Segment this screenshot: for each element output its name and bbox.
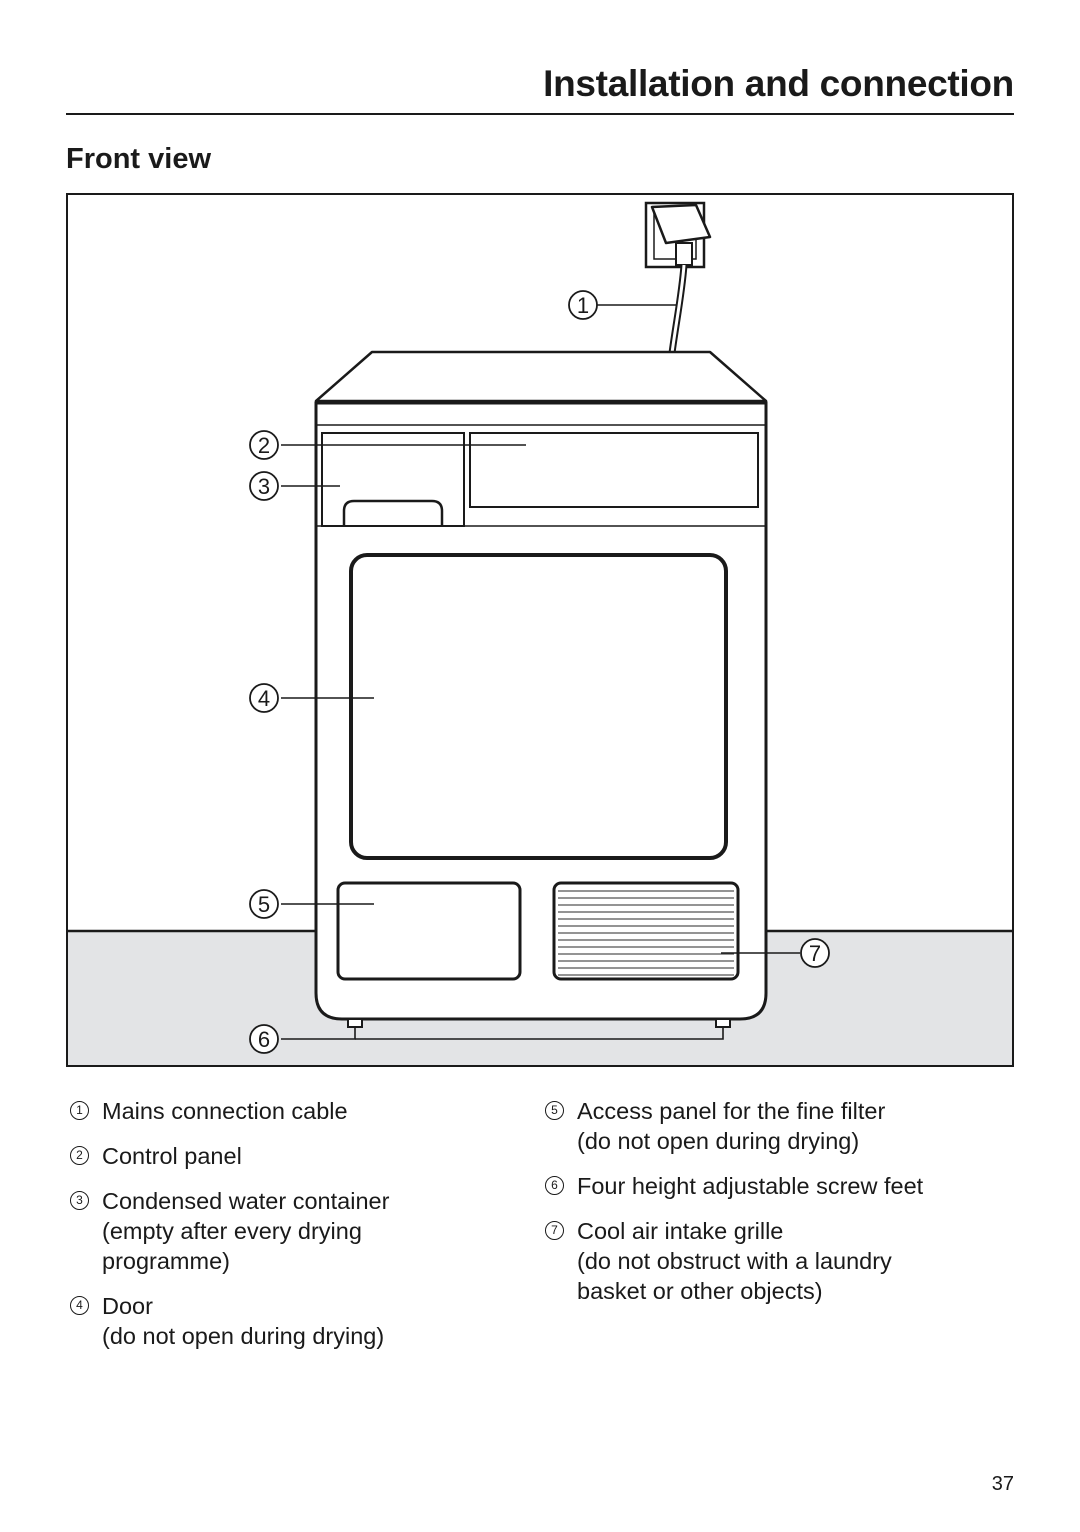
legend-label: Mains connection cable — [102, 1098, 348, 1124]
legend-label: Access panel for the fine filter — [577, 1098, 886, 1124]
legend-right-column: 5 Access panel for the fine filter (do n… — [545, 1096, 1015, 1321]
header-divider — [66, 113, 1014, 115]
legend-item: 5 Access panel for the fine filter (do n… — [545, 1096, 1015, 1156]
front-view-illustration: 1 2 3 4 5 6 7 — [66, 193, 1014, 1067]
legend-marker: 1 — [70, 1101, 89, 1120]
screw-foot-right — [715, 1018, 731, 1028]
legend-item: 3 Condensed water container (empty after… — [70, 1186, 540, 1276]
legend-note: (do not obstruct with a laundry basket o… — [577, 1248, 892, 1304]
dryer-door — [349, 553, 728, 860]
legend-item: 4 Door (do not open during drying) — [70, 1291, 540, 1351]
legend-note: (empty after every drying programme) — [102, 1218, 362, 1274]
legend-label: Control panel — [102, 1143, 242, 1169]
screw-foot-left — [347, 1018, 363, 1028]
legend-item: 1 Mains connection cable — [70, 1096, 540, 1126]
callout-3: 3 — [249, 471, 279, 501]
dryer-top — [314, 350, 768, 403]
callout-7: 7 — [800, 938, 830, 968]
callout-6: 6 — [249, 1024, 279, 1054]
callout-3-label: 3 — [258, 474, 270, 499]
callout-2: 2 — [249, 430, 279, 460]
legend-label: Door — [102, 1293, 153, 1319]
legend-note: (do not open during drying) — [102, 1323, 385, 1349]
callout-2-label: 2 — [258, 433, 270, 458]
legend-left-column: 1 Mains connection cable 2 Control panel… — [70, 1096, 540, 1366]
wall-socket-icon — [644, 201, 712, 269]
legend-item: 2 Control panel — [70, 1141, 540, 1171]
legend-marker: 7 — [545, 1221, 564, 1240]
legend-marker: 3 — [70, 1191, 89, 1210]
figure-frame — [66, 193, 1014, 1067]
container-handle — [342, 499, 444, 526]
page-header-title: Installation and connection — [543, 63, 1014, 104]
page-number: 37 — [991, 1473, 1014, 1495]
legend-item: 6 Four height adjustable screw feet — [545, 1171, 1015, 1201]
air-intake-grille — [552, 881, 740, 981]
legend-label: Condensed water container — [102, 1188, 390, 1214]
legend-note: (do not open during drying) — [577, 1128, 860, 1154]
section-title: Front view — [66, 143, 212, 175]
callout-4-label: 4 — [258, 686, 270, 711]
legend-marker: 2 — [70, 1146, 89, 1165]
control-panel — [469, 432, 759, 508]
callout-4: 4 — [249, 683, 279, 713]
callout-5: 5 — [249, 889, 279, 919]
legend-marker: 5 — [545, 1101, 564, 1120]
legend-label: Four height adjustable screw feet — [577, 1173, 924, 1199]
access-panel — [336, 881, 522, 981]
legend-label: Cool air intake grille — [577, 1218, 784, 1244]
legend-item: 7 Cool air intake grille (do not obstruc… — [545, 1216, 1015, 1306]
callout-1: 1 — [568, 290, 598, 320]
callout-6-label: 6 — [258, 1027, 270, 1052]
callout-5-label: 5 — [258, 892, 270, 917]
legend-marker: 6 — [545, 1176, 564, 1195]
callout-1-label: 1 — [577, 293, 589, 318]
legend-marker: 4 — [70, 1296, 89, 1315]
water-container — [321, 432, 465, 527]
callout-7-label: 7 — [809, 941, 821, 966]
